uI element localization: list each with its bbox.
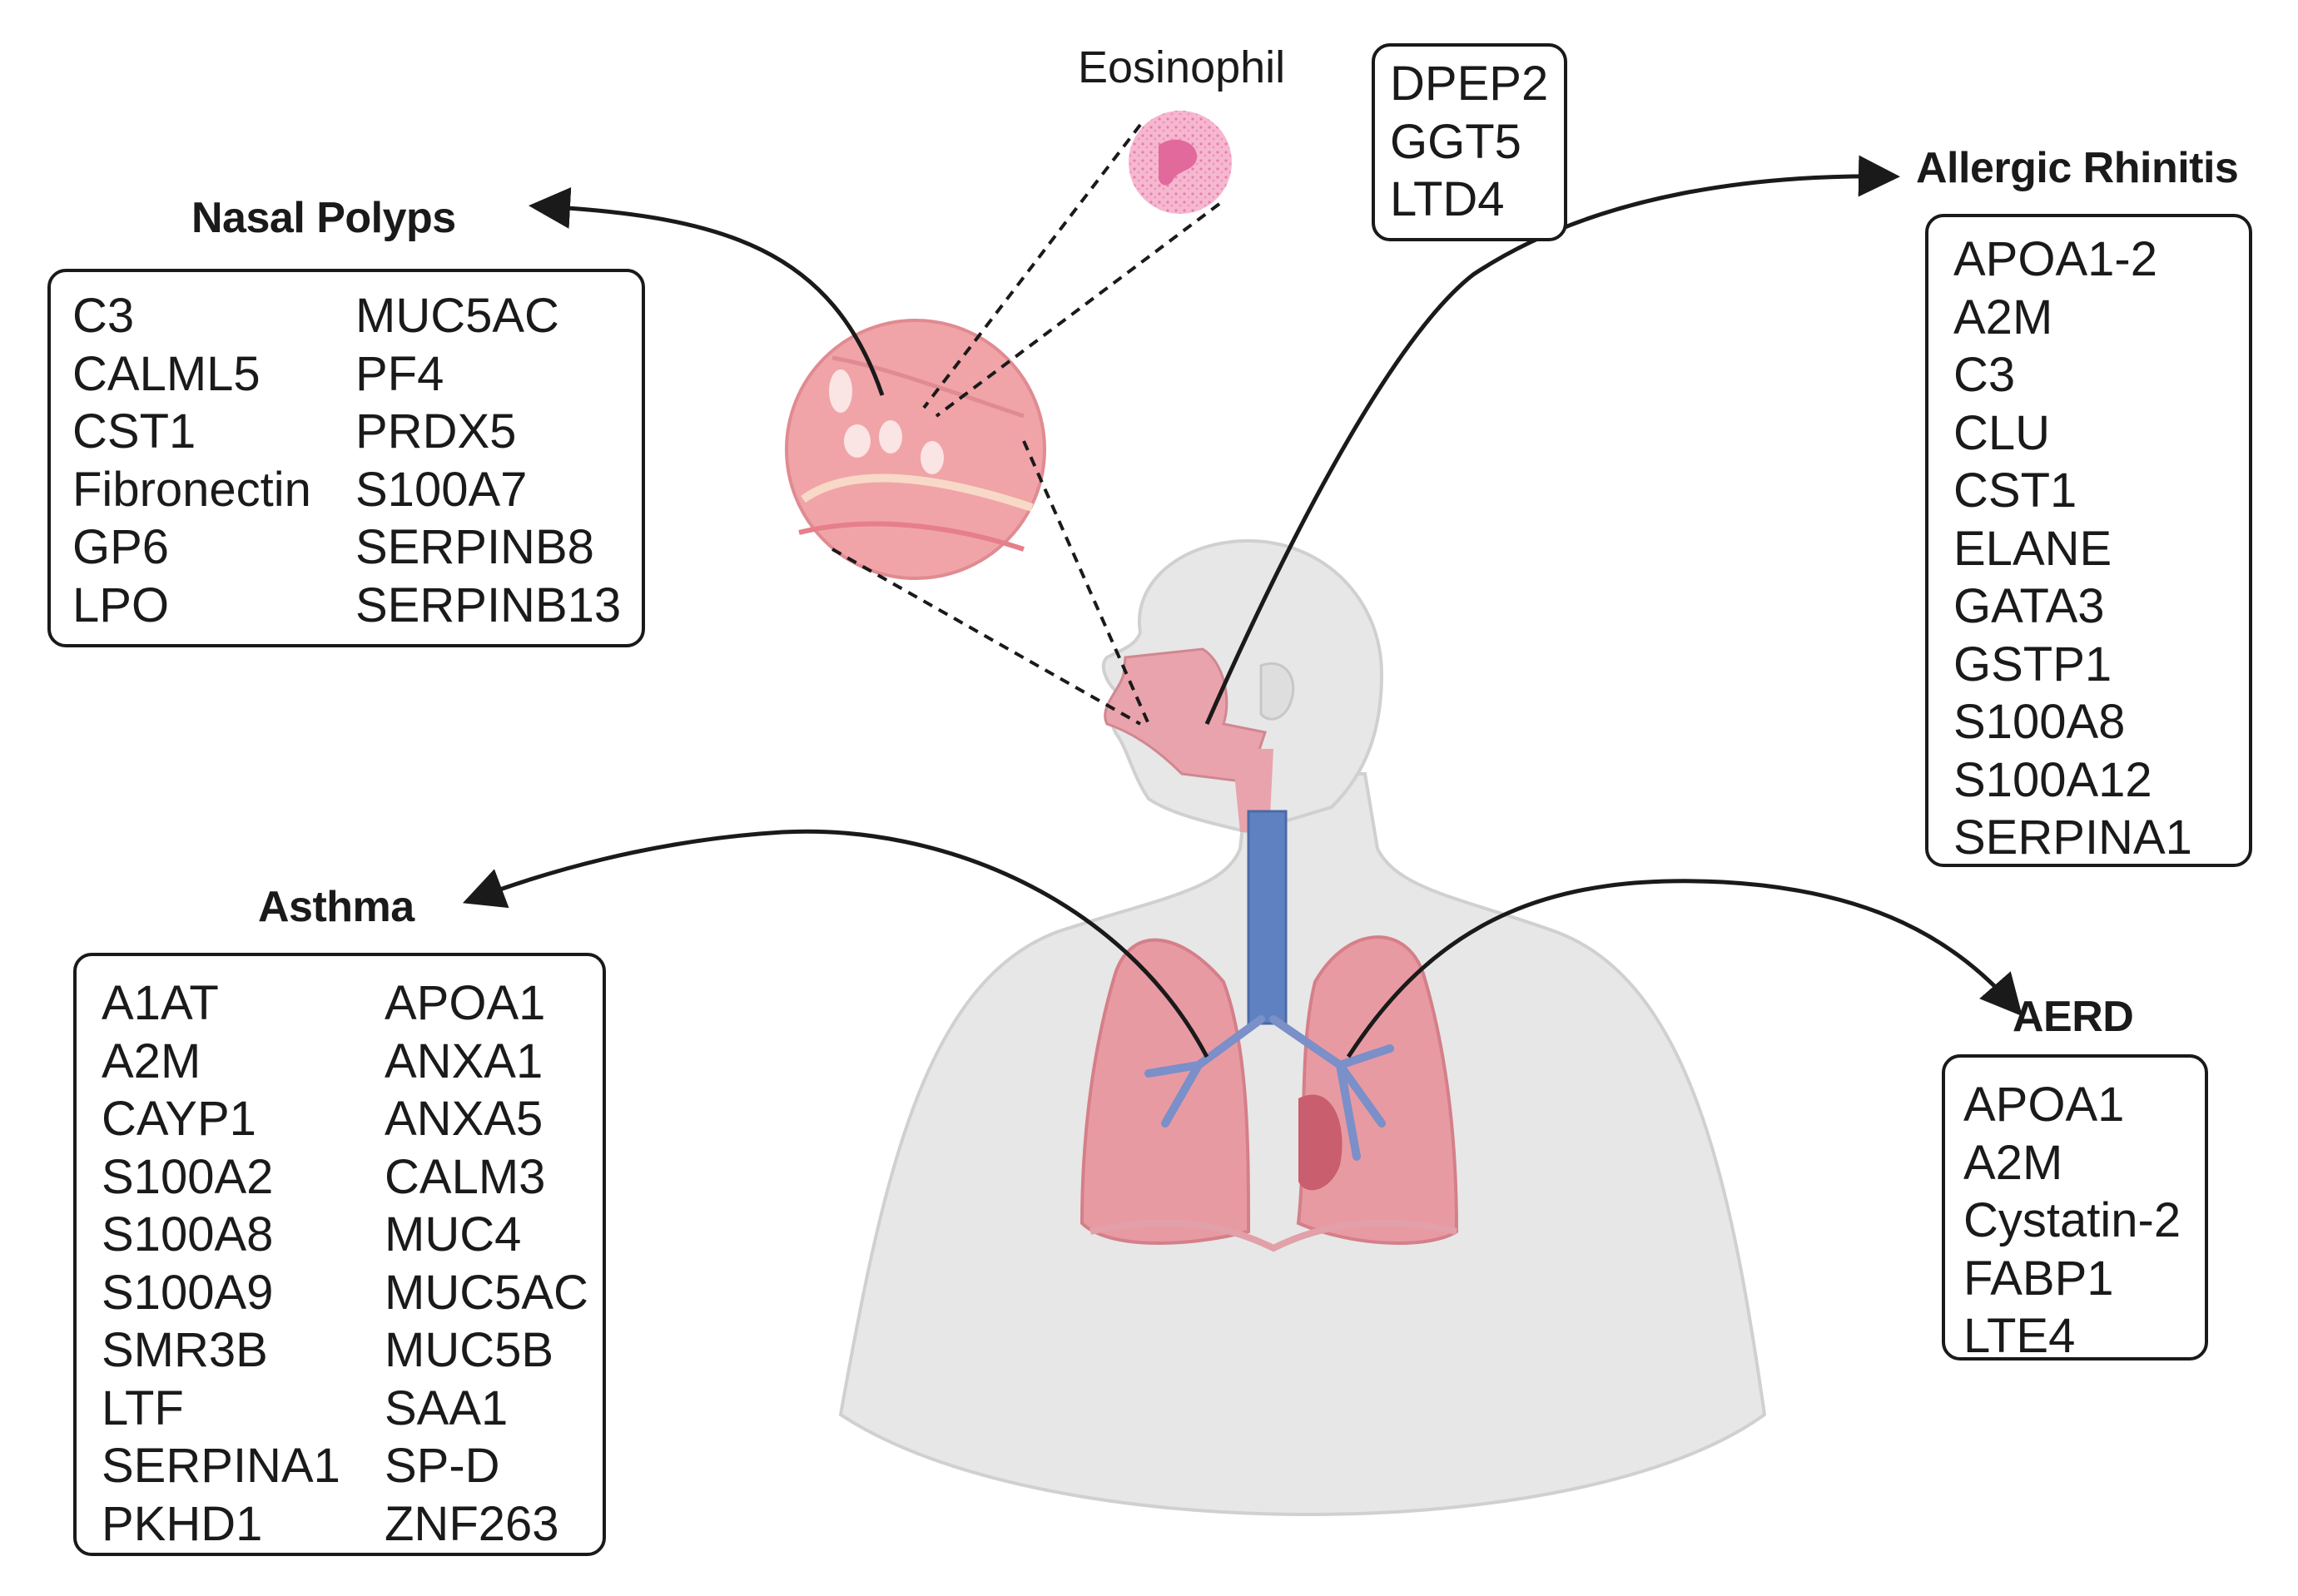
marker-item: PKHD1: [102, 1496, 263, 1551]
marker-item: GSTP1: [1953, 637, 2112, 691]
nasal-polyps-box: C3 CALML5 CST1 Fibronectin GP6 LPO MUC5A…: [47, 269, 645, 647]
marker-item: CST1: [72, 404, 196, 458]
arrow-to-nasal-polyps: [529, 186, 885, 396]
marker-item: FABP1: [1963, 1251, 2114, 1306]
allergic-rhinitis-box: APOA1-2 A2M C3 CLU CST1 ELANE GATA3 GSTP…: [1925, 214, 2252, 867]
diaphragm-shape: [1089, 1219, 1457, 1252]
marker-item: CST1: [1953, 463, 2077, 518]
marker-item: S100A12: [1953, 752, 2152, 807]
eosinophil-label: Eosinophil: [1078, 42, 1286, 92]
mediator-item: LTD4: [1390, 172, 1505, 226]
marker-item: Fibronectin: [72, 462, 311, 517]
heart-shape: [1298, 1094, 1343, 1191]
marker-item: SMR3B: [102, 1323, 268, 1377]
arrows: [462, 155, 2023, 1058]
allergic-rhinitis-list: APOA1-2 A2M C3 CLU CST1 ELANE GATA3 GSTP…: [1953, 230, 2192, 867]
marker-item: MUC4: [385, 1207, 522, 1261]
marker-item: ANXA5: [385, 1092, 543, 1146]
marker-item: APOA1: [385, 976, 546, 1030]
marker-item: SERPINA1: [102, 1439, 340, 1493]
marker-item: Cystatin-2: [1963, 1193, 2181, 1247]
marker-item: MUC5B: [385, 1323, 554, 1377]
asthma-title: Asthma: [258, 883, 414, 931]
nasal-polyps-list-col2: MUC5AC PF4 PRDX5 S100A7 SERPINB8 SERPINB…: [355, 287, 621, 634]
marker-item: LTE4: [1963, 1309, 2076, 1363]
arrow-to-allergic-rhinitis: [1204, 155, 1900, 726]
allergic-rhinitis-title: Allergic Rhinitis: [1916, 144, 2239, 192]
marker-item: SERPINA1: [1953, 810, 2192, 865]
aerd-box: APOA1 A2M Cystatin-2 FABP1 LTE4: [1942, 1054, 2208, 1363]
marker-item: A2M: [102, 1033, 201, 1088]
eosinophil-cell: [1129, 111, 1232, 214]
ear-shape: [1259, 662, 1295, 721]
trachea-shape: [1247, 810, 1288, 1025]
marker-item: ZNF263: [385, 1496, 559, 1551]
marker-item: ANXA1: [385, 1033, 543, 1088]
marker-item: ELANE: [1953, 521, 2112, 576]
aerd-title: AERD: [2013, 993, 2134, 1041]
asthma-list-col2: APOA1 ANXA1 ANXA5 CALM3 MUC4 MUC5AC MUC5…: [385, 974, 588, 1553]
magnification-lines: [831, 123, 1221, 726]
marker-item: C3: [72, 289, 135, 343]
nasal-polyps-list-col1: C3 CALML5 CST1 Fibronectin GP6 LPO: [72, 287, 311, 634]
marker-item: APOA1-2: [1953, 232, 2157, 286]
right-lung-shape: [1080, 938, 1251, 1245]
marker-item: CALML5: [72, 346, 261, 401]
marker-item: APOA1: [1963, 1078, 2125, 1132]
asthma-box: A1AT A2M CAYP1 S100A2 S100A8 S100A9 SMR3…: [73, 953, 606, 1556]
marker-item: SERPINB8: [355, 520, 594, 574]
nasal-polyps-title: Nasal Polyps: [191, 194, 456, 242]
marker-item: A2M: [1953, 290, 2053, 344]
asthma-list-col1: A1AT A2M CAYP1 S100A2 S100A8 S100A9 SMR3…: [102, 974, 340, 1553]
marker-item: S100A8: [102, 1207, 274, 1261]
marker-item: S100A2: [102, 1149, 274, 1204]
marker-item: PRDX5: [355, 404, 517, 458]
marker-item: S100A7: [355, 462, 528, 517]
marker-item: LTF: [102, 1380, 184, 1435]
marker-item: CALM3: [385, 1149, 546, 1204]
marker-item: SP-D: [385, 1439, 500, 1493]
bronchi-shape: [1144, 1015, 1394, 1161]
nasal-closeup: [785, 319, 1046, 580]
marker-item: GATA3: [1953, 579, 2105, 633]
marker-item: A1AT: [102, 976, 219, 1030]
marker-item: CLU: [1953, 405, 2051, 460]
marker-item: MUC5AC: [385, 1265, 588, 1320]
marker-item: PF4: [355, 346, 444, 401]
marker-item: CAYP1: [102, 1092, 256, 1146]
marker-item: LPO: [72, 577, 170, 632]
arrow-to-aerd: [1346, 879, 2023, 1058]
lungs: [1080, 810, 1459, 1252]
mediator-item: DPEP2: [1390, 57, 1549, 111]
marker-item: A2M: [1963, 1135, 2063, 1190]
mediator-item: GGT5: [1390, 114, 1521, 169]
marker-item: SERPINB13: [355, 577, 622, 632]
arrow-to-asthma: [462, 829, 1209, 1058]
marker-item: MUC5AC: [355, 289, 559, 343]
marker-item: C3: [1953, 348, 2016, 402]
nasal-cavity-shape: [1104, 647, 1267, 784]
marker-item: S100A9: [102, 1265, 274, 1320]
marker-item: GP6: [72, 520, 170, 574]
marker-item: SAA1: [385, 1380, 509, 1435]
aerd-list: APOA1 A2M Cystatin-2 FABP1 LTE4: [1963, 1076, 2181, 1366]
mediators-box: DPEP2 GGT5 LTD4: [1372, 43, 1567, 241]
mediators-list: DPEP2 GGT5 LTD4: [1390, 55, 1548, 229]
marker-item: S100A8: [1953, 695, 2126, 749]
human-body: [838, 538, 1767, 1516]
